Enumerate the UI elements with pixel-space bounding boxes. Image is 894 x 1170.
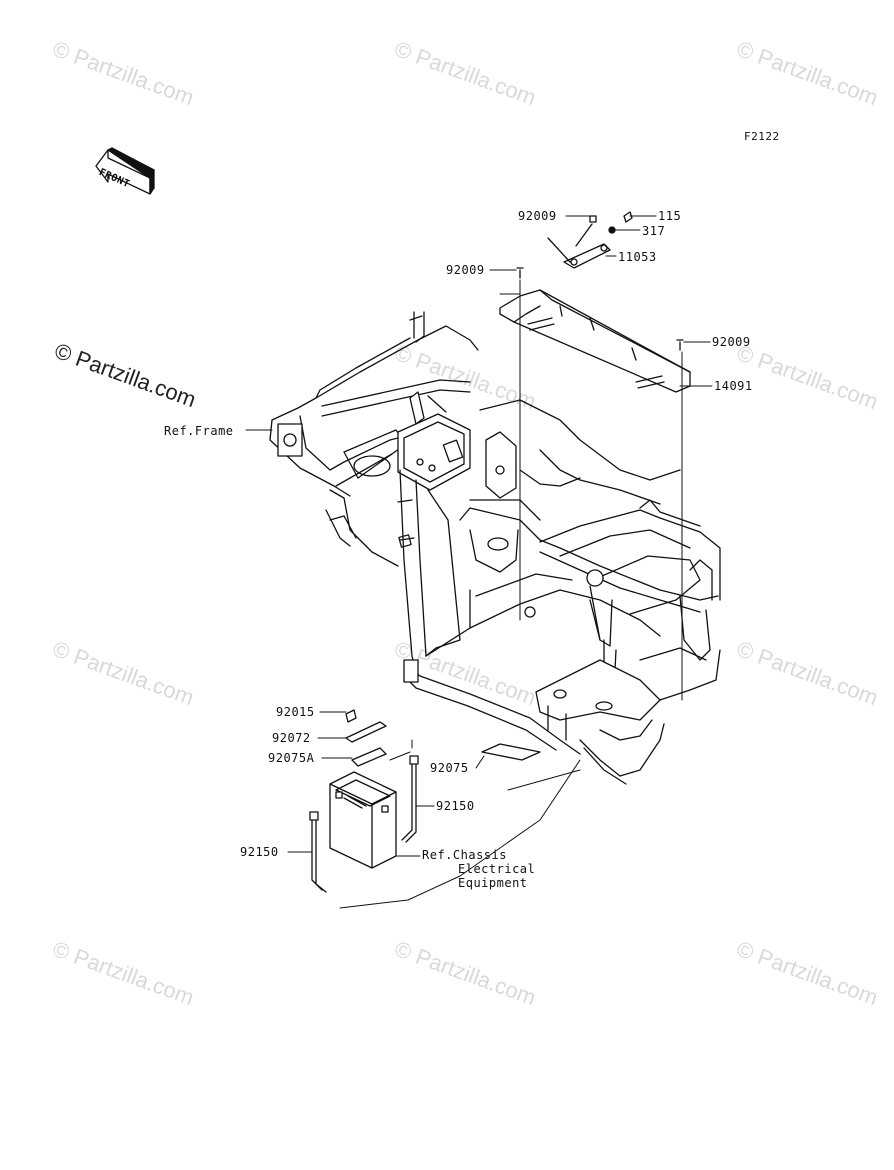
callout-11053[interactable]: 11053 <box>618 250 657 264</box>
callout-92015[interactable]: 92015 <box>276 705 315 719</box>
callout-14091[interactable]: 14091 <box>714 379 753 393</box>
callout-92009-mid[interactable]: 92009 <box>446 263 485 277</box>
callout-115[interactable]: 115 <box>658 209 682 223</box>
callout-92150-right[interactable]: 92150 <box>436 799 475 813</box>
callout-317[interactable]: 317 <box>642 224 666 238</box>
frame-drawing <box>269 311 721 785</box>
callout-92009-right[interactable]: 92009 <box>712 335 751 349</box>
callout-ref-chassis[interactable]: Ref.Chassis <box>422 848 507 862</box>
battery-drawing <box>309 709 419 893</box>
callout-ref-chassis-line2: Electrical <box>458 862 536 876</box>
leader-lines <box>245 215 713 909</box>
callout-92075[interactable]: 92075 <box>430 761 469 775</box>
callout-92150-left[interactable]: 92150 <box>240 845 279 859</box>
plate-92075-drawing <box>481 743 541 761</box>
front-arrow-icon <box>95 147 155 195</box>
bracket-11053-drawing <box>516 211 684 351</box>
callout-92075A[interactable]: 92075A <box>268 751 315 765</box>
callout-92072[interactable]: 92072 <box>272 731 311 745</box>
callout-92009-top[interactable]: 92009 <box>518 209 557 223</box>
callout-ref-frame[interactable]: Ref.Frame <box>164 424 234 438</box>
figure-code: F2122 <box>744 130 780 143</box>
callout-ref-chassis-line3: Equipment <box>458 876 528 890</box>
cover-14091-drawing <box>499 289 691 393</box>
